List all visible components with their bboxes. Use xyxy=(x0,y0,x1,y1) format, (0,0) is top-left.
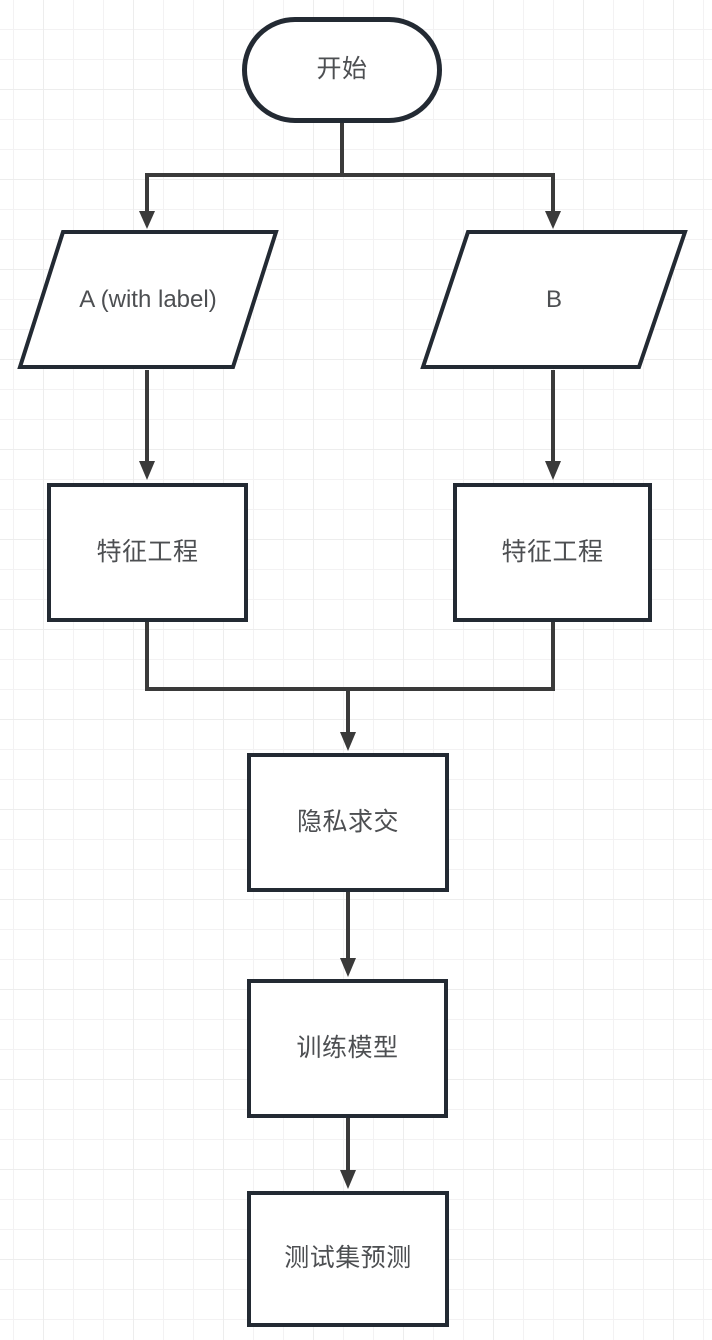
edge-input-a-to-feature-a xyxy=(139,370,155,480)
edge-input-b-to-feature-b xyxy=(545,370,561,480)
edge-psi-to-train xyxy=(340,892,356,977)
arrowhead-feature-a xyxy=(139,461,155,480)
edge-feature-b-merge xyxy=(348,622,555,691)
test-set-prediction-node-shape[interactable] xyxy=(247,1191,449,1327)
arrowhead-predict xyxy=(340,1170,356,1189)
edge-train-to-predict xyxy=(340,1118,356,1189)
edge-merge-to-psi xyxy=(145,622,555,751)
edge-start-to-input-b xyxy=(342,173,555,212)
private-set-intersection-node-shape[interactable] xyxy=(247,753,449,892)
edge-start-to-input-a xyxy=(145,173,342,212)
arrowhead-input-a xyxy=(139,211,155,229)
edge-feature-a-merge xyxy=(145,622,348,691)
feature-engineering-b-node-shape[interactable] xyxy=(453,483,652,622)
train-model-node-shape[interactable] xyxy=(247,979,448,1118)
arrowhead-psi xyxy=(340,732,356,751)
start-node-shape[interactable] xyxy=(242,17,442,123)
arrowhead-feature-b xyxy=(545,461,561,480)
input-b-node-shape[interactable] xyxy=(420,230,688,369)
arrowhead-train xyxy=(340,958,356,977)
edge-start-branch xyxy=(139,120,561,229)
arrowhead-input-b xyxy=(545,211,561,229)
input-a-node-shape[interactable] xyxy=(17,230,279,369)
feature-engineering-a-node-shape[interactable] xyxy=(47,483,248,622)
